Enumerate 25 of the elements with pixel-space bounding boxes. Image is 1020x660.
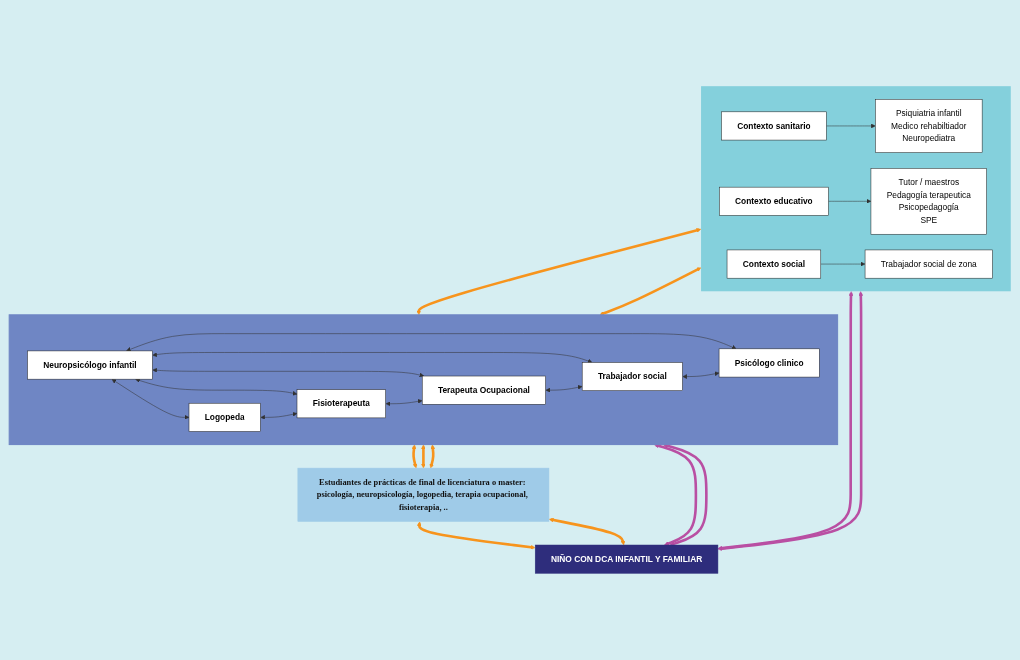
arrow bbox=[599, 267, 702, 316]
arrow bbox=[416, 521, 536, 550]
node-box: Psiquiatria infantil Medico rehabiltiador Neuropediatra bbox=[875, 99, 983, 154]
node-box: Logopeda bbox=[188, 403, 261, 432]
arrow bbox=[549, 518, 626, 546]
arrow bbox=[421, 444, 426, 469]
node-box: Trabajador social de zona bbox=[864, 249, 993, 279]
node-box: Contexto social bbox=[726, 249, 822, 279]
cluster bbox=[8, 314, 839, 446]
node-box: Psicólogo clinico bbox=[718, 348, 820, 378]
node-box: Terapeuta Ocupacional bbox=[422, 376, 546, 405]
node-box: Fisioterapeuta bbox=[296, 389, 386, 419]
node-box: Estudiantes de prácticas de final de licenciatura o master: psicología, neuropsicología, logopedia, terapia ocupacional, fisioterapia, .. bbox=[297, 468, 550, 522]
node-box: Tutor / maestros Pedagogía terapeutica Psicopedagogía SPE bbox=[870, 168, 987, 235]
arrow bbox=[416, 228, 702, 316]
arrow bbox=[411, 444, 418, 469]
arrow bbox=[654, 443, 698, 546]
arrow bbox=[429, 444, 436, 469]
node-box: Trabajador social bbox=[581, 362, 683, 392]
node-box: Contexto sanitario bbox=[721, 111, 827, 141]
node-box: NIÑO CON DCA INFANTIL Y FAMILIAR bbox=[535, 545, 719, 574]
cluster bbox=[701, 86, 1011, 292]
node-box: Contexto educativo bbox=[719, 187, 829, 216]
arrow bbox=[662, 443, 708, 547]
node-box: Neuropsicólogo infantil bbox=[27, 350, 153, 380]
